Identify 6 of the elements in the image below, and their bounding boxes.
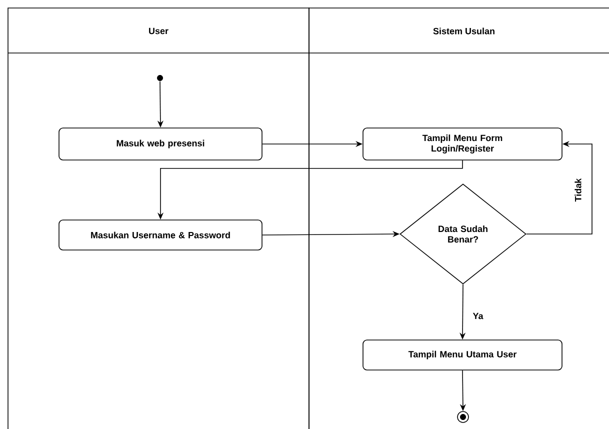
activity-box: Tampil Menu Utama User <box>362 340 562 370</box>
activity-box: Masuk web presensi <box>58 128 262 160</box>
activity-box: Masukan Username & Password <box>58 220 262 250</box>
edge-label: Ya <box>472 312 484 320</box>
activity-box: Tampil Menu Form Login/Register <box>362 128 562 160</box>
edge-label: Tidak <box>574 177 582 203</box>
